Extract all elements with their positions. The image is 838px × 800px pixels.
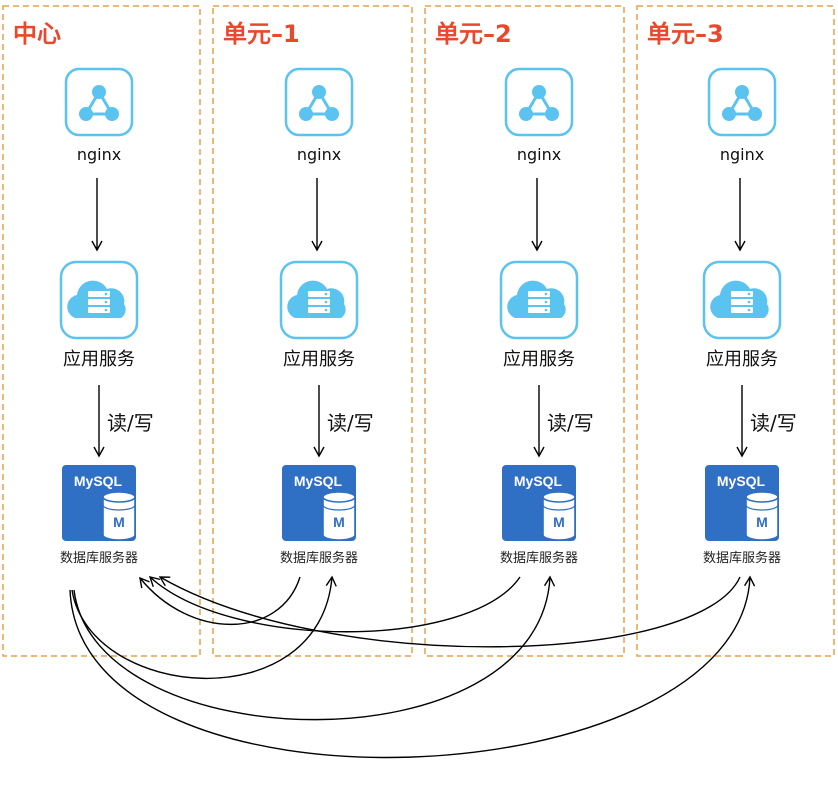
mysql-text: MySQL — [73, 473, 123, 489]
mysql-text: MySQL — [716, 473, 766, 489]
mysql-m-text: M — [113, 514, 125, 530]
unit-border — [212, 5, 413, 657]
db-server-label: 数据库服务器 — [279, 551, 359, 566]
link-unit3-to-center — [158, 576, 741, 648]
nginx-label: nginx — [516, 145, 562, 164]
db-server-label: 数据库服务器 — [702, 551, 782, 566]
nginx-network-icon — [64, 67, 134, 137]
db-server-label: 数据库服务器 — [499, 551, 579, 566]
unit-title: 中心 — [13, 20, 61, 48]
mysql-m-text: M — [756, 514, 768, 530]
cloud-server-icon — [702, 260, 782, 340]
cloud-server-icon — [279, 260, 359, 340]
nginx-label: nginx — [76, 145, 122, 164]
link-center-to-unit2 — [73, 575, 556, 721]
nginx-label: nginx — [296, 145, 342, 164]
mysql-text: MySQL — [293, 473, 343, 489]
read-write-label: 读/写 — [547, 411, 594, 435]
nginx-network-icon — [504, 67, 574, 137]
mysql-m-text: M — [553, 514, 565, 530]
app-service-label: 应用服务 — [503, 349, 575, 370]
unit-border — [2, 5, 201, 657]
mysql-text: MySQL — [513, 473, 563, 489]
unit-2 — [424, 5, 625, 657]
mysql-database-icon — [282, 465, 356, 541]
unit-0 — [2, 5, 201, 657]
app-service-label: 应用服务 — [63, 349, 135, 370]
unit-title: 单元–2 — [435, 20, 512, 48]
cloud-server-icon — [499, 260, 579, 340]
db-server-label: 数据库服务器 — [59, 551, 139, 566]
unit-3 — [636, 5, 835, 657]
unit-border — [424, 5, 625, 657]
app-service-label: 应用服务 — [283, 349, 355, 370]
unit-border — [636, 5, 835, 657]
nginx-network-icon — [284, 67, 354, 137]
nginx-network-icon — [707, 67, 777, 137]
mysql-database-icon — [502, 465, 576, 541]
link-center-to-unit1 — [71, 575, 337, 680]
mysql-database-icon — [705, 465, 779, 541]
cloud-server-icon — [59, 260, 139, 340]
unit-title: 单元–1 — [223, 20, 300, 48]
read-write-label: 读/写 — [107, 411, 154, 435]
link-unit1-to-center — [139, 576, 301, 626]
unit-1 — [212, 5, 413, 657]
read-write-label: 读/写 — [327, 411, 374, 435]
link-unit2-to-center — [148, 576, 521, 633]
unit-title: 单元–3 — [647, 20, 724, 48]
mysql-m-text: M — [333, 514, 345, 530]
replication-links — [69, 575, 756, 759]
nginx-label: nginx — [719, 145, 765, 164]
read-write-label: 读/写 — [750, 411, 797, 435]
link-center-to-unit3 — [69, 575, 756, 759]
mysql-database-icon — [62, 465, 136, 541]
app-service-label: 应用服务 — [706, 349, 778, 370]
